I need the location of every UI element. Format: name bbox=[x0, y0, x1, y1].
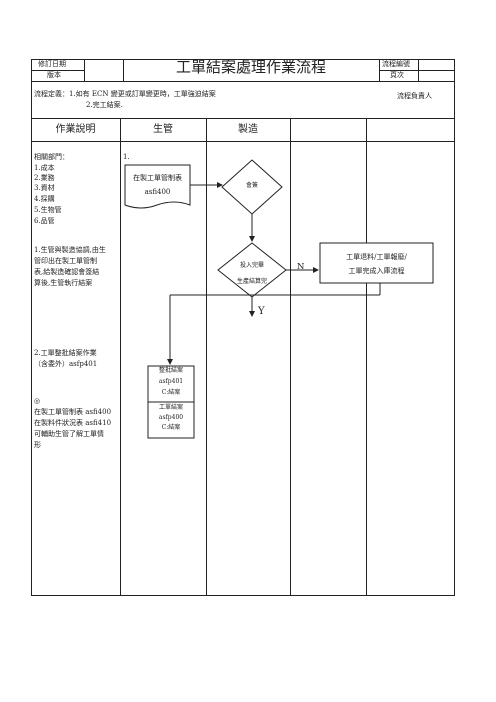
department-item: 4.採購 bbox=[34, 195, 55, 203]
step2-description-line: （含委外）asfp401 bbox=[34, 360, 98, 368]
return-scrap-receipt-box bbox=[319, 242, 434, 284]
column-header-description: 作業說明 bbox=[55, 124, 96, 135]
completion-check-diamond bbox=[217, 242, 287, 298]
related-departments-title: 相關部門： bbox=[34, 153, 69, 161]
definition-line-1: 1.如有 ECN 變更或訂單變更時，工單強迫結案 bbox=[69, 90, 216, 98]
form-frame bbox=[31, 59, 455, 596]
batch-closure-box bbox=[147, 365, 195, 403]
single-closure-text: asfp400 bbox=[158, 414, 184, 421]
completion-check-label: 生產結算完 bbox=[236, 278, 267, 285]
batch-closure-text: 整批結案 bbox=[158, 367, 183, 374]
no-branch-label: N bbox=[297, 262, 305, 272]
note-line: 在製料件狀況表 asfi410 bbox=[34, 419, 112, 427]
single-closure-text: C:結案 bbox=[161, 424, 181, 431]
header-bottom-line bbox=[31, 81, 455, 82]
step2-description-line: 2.工單整批結案作業 bbox=[34, 349, 97, 357]
column-header-production-control: 生管 bbox=[153, 124, 173, 135]
note-line: 形 bbox=[34, 441, 41, 449]
department-item: 6.品管 bbox=[34, 217, 55, 225]
revise-date-label: 修訂日期 bbox=[38, 60, 66, 68]
header-divider bbox=[123, 59, 124, 81]
step1-description-line: 1.生管與製造協調,由生 bbox=[34, 246, 106, 254]
note-line: 可輔助生管了解工單情 bbox=[34, 430, 104, 438]
header-divider bbox=[379, 59, 380, 81]
department-item: 5.生物管 bbox=[34, 206, 62, 214]
sign-off-label: 會簽 bbox=[245, 182, 258, 189]
batch-closure-text: C:結案 bbox=[161, 389, 181, 396]
definition-label: 流程定義： bbox=[34, 90, 69, 98]
completion-check-label: 投入完畢 bbox=[239, 262, 264, 269]
step1-number: 1. bbox=[123, 153, 130, 161]
column-separator bbox=[366, 118, 367, 596]
page-number-label: 頁次 bbox=[390, 71, 404, 79]
column-header-bottom-line bbox=[31, 141, 455, 142]
header-divider bbox=[418, 59, 419, 81]
column-separator bbox=[290, 118, 291, 596]
flow-number-label: 流程編號 bbox=[382, 60, 410, 68]
document-shape bbox=[124, 164, 191, 209]
column-separator bbox=[120, 118, 121, 596]
return-scrap-receipt-label: 工單退料/工單報廢/ bbox=[346, 253, 407, 261]
flow-owner-label: 流程負責人 bbox=[397, 92, 432, 100]
column-header-manufacturing: 製造 bbox=[238, 124, 258, 135]
return-scrap-receipt-label: 工單完成入庫流程 bbox=[348, 267, 405, 275]
step1-description-line: 算後,生管執行結案 bbox=[34, 279, 93, 287]
version-label: 版本 bbox=[47, 71, 61, 79]
department-item: 1.成本 bbox=[34, 164, 55, 172]
step1-description-line: 管印出在製工單管制 bbox=[34, 257, 97, 265]
batch-closure-text: asfp401 bbox=[158, 378, 184, 385]
header-divider bbox=[31, 70, 84, 71]
document-code: asfi400 bbox=[144, 188, 171, 196]
header-divider bbox=[379, 70, 455, 71]
single-closure-box bbox=[147, 401, 195, 439]
department-item: 2.業務 bbox=[34, 174, 55, 182]
document-title: 在製工單管制表 bbox=[133, 174, 182, 182]
header-divider bbox=[84, 59, 85, 81]
note-line: 在製工單管制表 asfi400 bbox=[34, 408, 112, 416]
definition-line-2: 2.完工結案. bbox=[86, 101, 123, 109]
page-title: 工單結案處理作業流程 bbox=[175, 58, 326, 76]
step1-description-line: 表,給製造確認會簽結 bbox=[34, 268, 100, 276]
column-header-top-line bbox=[31, 118, 455, 119]
department-item: 3.資材 bbox=[34, 184, 55, 192]
single-closure-text: 工單結案 bbox=[158, 404, 183, 411]
column-separator bbox=[206, 118, 207, 596]
note-mark: ◎ bbox=[34, 397, 41, 405]
yes-branch-label: Y bbox=[258, 306, 265, 317]
